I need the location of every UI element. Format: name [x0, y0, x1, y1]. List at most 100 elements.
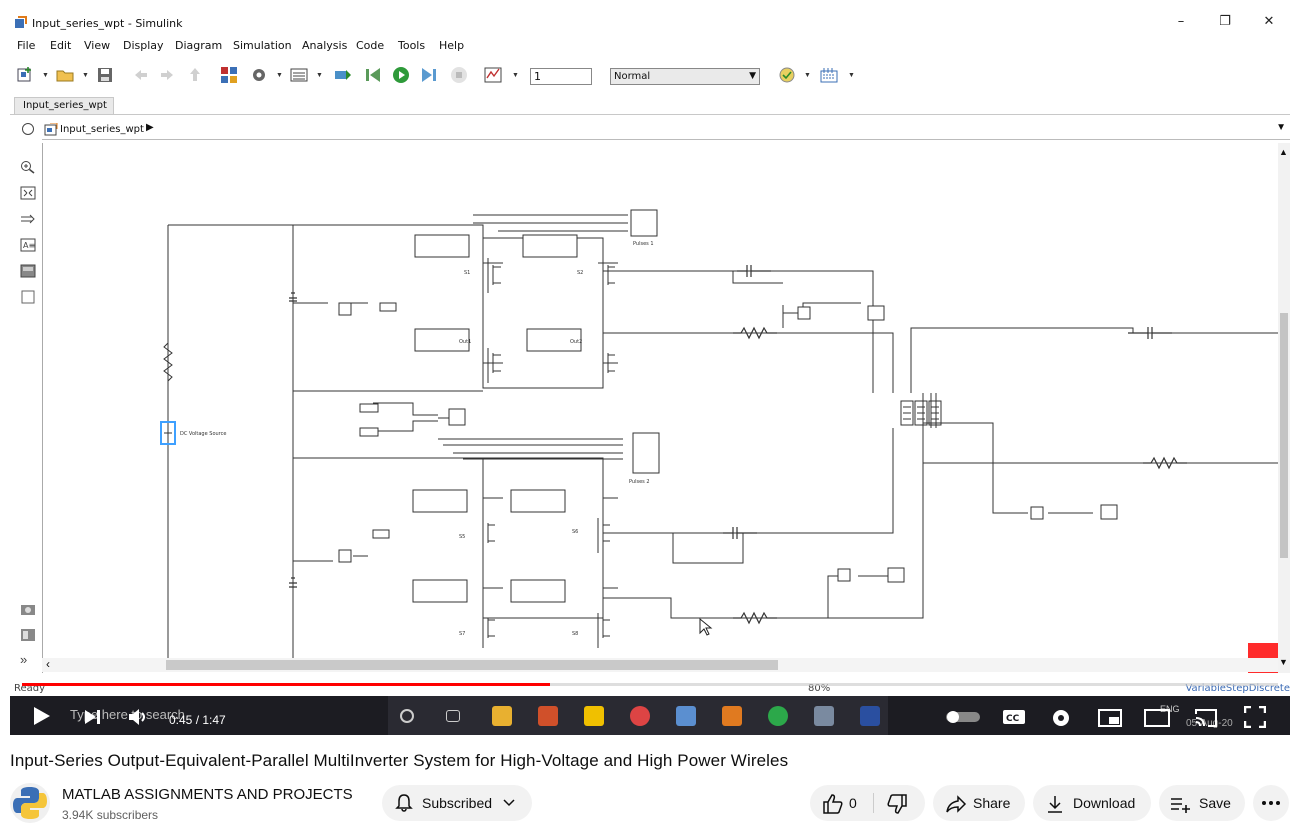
chrome-icon: [630, 706, 650, 726]
scroll-up-icon[interactable]: ▲: [1279, 147, 1288, 157]
horizontal-scrollbar[interactable]: ‹: [42, 657, 1278, 672]
address-dropdown-icon[interactable]: ▼: [1276, 122, 1286, 133]
minimize-button[interactable]: –: [1177, 14, 1185, 29]
save-model-icon[interactable]: [96, 66, 114, 84]
advisor-dropdown-icon[interactable]: ▼: [804, 72, 811, 79]
expand-palette-icon[interactable]: »: [20, 652, 28, 667]
vertical-scroll-thumb[interactable]: [1280, 313, 1288, 558]
menu-file[interactable]: File: [17, 39, 36, 52]
menu-diagram[interactable]: Diagram: [175, 39, 223, 52]
breadcrumb-arrow-icon[interactable]: ▶: [146, 122, 154, 133]
svg-text:A≡: A≡: [23, 241, 35, 250]
close-button[interactable]: ✕: [1263, 14, 1275, 29]
model-browser-icon[interactable]: [20, 628, 36, 642]
play-icon[interactable]: [30, 705, 52, 727]
scope2-label: Pulses 2: [629, 479, 650, 485]
menu-simulation[interactable]: Simulation: [233, 39, 292, 52]
arrow-right-icon[interactable]: [20, 212, 36, 226]
scope-dropdown-icon[interactable]: ▼: [512, 72, 519, 79]
library-browser-icon[interactable]: [220, 66, 238, 84]
config-dropdown-icon[interactable]: ▼: [276, 72, 283, 79]
out2-label: Out2: [570, 339, 582, 345]
share-button[interactable]: Share: [933, 785, 1025, 821]
subscribed-button[interactable]: Subscribed: [382, 785, 532, 821]
open-folder-icon[interactable]: [56, 66, 74, 84]
autoplay-toggle-icon[interactable]: [945, 710, 981, 724]
menu-view[interactable]: View: [84, 39, 111, 52]
area-icon[interactable]: [20, 290, 36, 304]
simulink-diagram-canvas[interactable]: DC Voltage Source S1 S2 S5 S6 S7 S8 Out1…: [42, 143, 1279, 673]
restore-button[interactable]: ❐: [1219, 14, 1231, 29]
simulink-app-icon: [15, 16, 27, 28]
model-address-bar: Input_series_wpt ▶ ▼: [42, 120, 1290, 140]
forward-icon: [161, 70, 173, 80]
fullscreen-icon[interactable]: [1244, 706, 1266, 728]
download-label: Download: [1073, 795, 1136, 811]
step-back-icon[interactable]: [364, 66, 382, 84]
subtitles-icon[interactable]: CC: [1002, 709, 1026, 725]
model-explorer-icon[interactable]: [290, 66, 308, 84]
horizontal-scroll-thumb[interactable]: [166, 660, 778, 670]
run-simulation-icon[interactable]: [392, 66, 410, 84]
dc-source-label: DC Voltage Source: [180, 431, 226, 437]
dc-voltage-source-block: [160, 421, 176, 445]
stop-time-field[interactable]: 1: [530, 68, 592, 85]
back-icon: [135, 70, 147, 80]
model-advisor-icon[interactable]: [778, 66, 796, 84]
file-explorer-icon: [492, 706, 512, 726]
model-config-gear-icon[interactable]: [250, 66, 268, 84]
video-progress-bar[interactable]: [22, 683, 1278, 686]
save-button[interactable]: Save: [1159, 785, 1245, 821]
menu-tools[interactable]: Tools: [398, 39, 426, 52]
menu-analysis[interactable]: Analysis: [302, 39, 348, 52]
step-forward-icon[interactable]: [420, 66, 438, 84]
like-icon[interactable]: [822, 793, 844, 815]
new-dropdown-icon[interactable]: ▼: [42, 72, 49, 79]
hide-browser-icon[interactable]: [22, 123, 34, 135]
miniplayer-icon[interactable]: [1098, 709, 1122, 727]
next-video-icon[interactable]: [84, 709, 102, 725]
cortana-icon: [400, 709, 414, 723]
dislike-icon[interactable]: [886, 793, 908, 815]
share-icon: [946, 795, 967, 813]
volume-icon[interactable]: [128, 708, 150, 726]
time-display: 0:45 / 1:47: [169, 713, 226, 727]
annotation-icon[interactable]: A≡: [20, 238, 36, 252]
model-tab[interactable]: Input_series_wpt: [14, 97, 114, 115]
new-model-icon[interactable]: [16, 66, 34, 84]
theater-mode-icon[interactable]: [1144, 709, 1170, 727]
settings-gear-icon[interactable]: [1050, 707, 1072, 729]
open-dropdown-icon[interactable]: ▼: [82, 72, 89, 79]
zoom-in-icon[interactable]: [20, 160, 36, 174]
download-button[interactable]: Download: [1033, 785, 1151, 821]
vertical-scrollbar[interactable]: ▲ ▼: [1278, 143, 1290, 673]
scope-icon[interactable]: [484, 66, 502, 84]
sample-time-dropdown-icon[interactable]: ▼: [848, 72, 855, 79]
menu-code[interactable]: Code: [356, 39, 385, 52]
breadcrumb[interactable]: Input_series_wpt: [60, 124, 144, 135]
more-actions-button[interactable]: [1253, 785, 1289, 821]
explorer-dropdown-icon[interactable]: ▼: [316, 72, 323, 79]
image-icon[interactable]: [20, 264, 36, 278]
menu-edit[interactable]: Edit: [50, 39, 72, 52]
scroll-left-icon[interactable]: ‹: [46, 657, 50, 671]
screenshot-icon[interactable]: [20, 602, 36, 616]
avatar[interactable]: [10, 783, 50, 823]
build-icon[interactable]: [334, 66, 352, 84]
menu-display[interactable]: Display: [123, 39, 164, 52]
up-icon: [190, 68, 200, 81]
video-player[interactable]: Input_series_wpt - Simulink – ❐ ✕ File E…: [10, 10, 1290, 735]
app-orange-icon: [722, 706, 742, 726]
save-label: Save: [1199, 795, 1231, 811]
simulation-mode-select[interactable]: Normal▼: [610, 68, 760, 85]
model-icon: [44, 123, 58, 136]
fit-to-view-icon[interactable]: [20, 186, 36, 200]
menu-help[interactable]: Help: [439, 39, 465, 52]
scroll-down-icon[interactable]: ▼: [1279, 657, 1288, 667]
cast-icon[interactable]: [1194, 708, 1218, 728]
sample-time-icon[interactable]: [820, 66, 838, 84]
channel-name[interactable]: MATLAB ASSIGNMENTS AND PROJECTS: [62, 786, 353, 803]
scope-block-2: [632, 432, 660, 474]
solver-name[interactable]: VariableStepDiscrete: [1185, 683, 1290, 694]
